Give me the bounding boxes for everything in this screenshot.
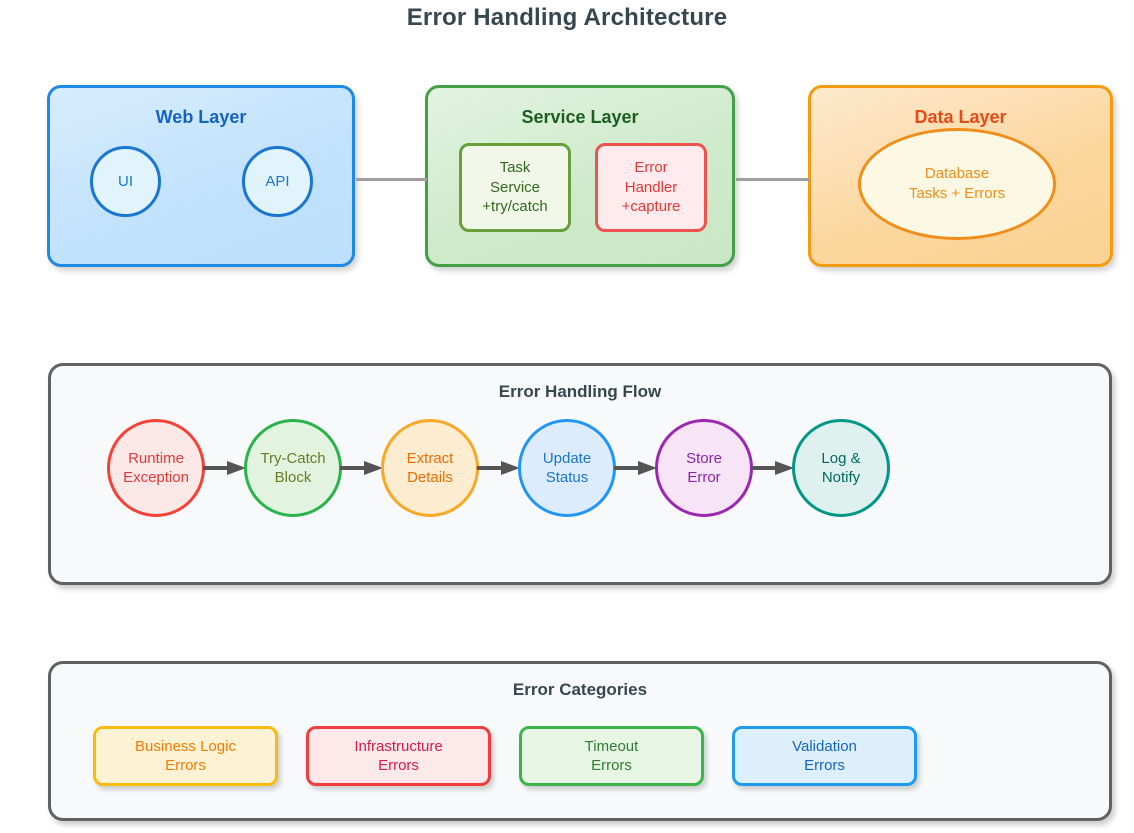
layer-data[interactable]: Data Layer Database Tasks + Errors [808,85,1113,267]
flow-step-5-line-2: Error [687,469,721,486]
flow-arrow-3 [477,461,520,475]
flow-step-1-line-1: Runtime [128,449,184,467]
flow-step-6[interactable]: Log & Notify [792,419,890,517]
layer-data-title: Data Layer [914,107,1007,127]
category-chip-3-line-1: Timeout [584,737,639,755]
layer-service-title: Service Layer [521,107,639,127]
error-handler-line-1: Error [634,158,668,176]
category-chip-4-line-1: Validation [792,737,857,755]
flow-arrow-5 [751,461,794,475]
flow-arrow-1 [203,461,246,475]
task-service-line-3: +try/catch [482,198,548,216]
web-node-api-label: API [265,173,290,190]
flow-arrow-4 [614,461,657,475]
flow-step-2-line-1: Try-Catch [260,449,326,467]
connector-web-to-service [356,178,427,181]
database-ellipse[interactable]: Database Tasks + Errors [858,128,1056,240]
task-service-line-2: Service [489,178,541,196]
web-node-api[interactable]: API [242,146,313,217]
flow-arrow-2 [340,461,383,475]
category-chip-3-line-2: Errors [591,757,632,774]
page-title: Error Handling Architecture [406,4,728,31]
flow-step-4-line-2: Status [545,469,589,486]
category-chip-2-line-2: Errors [378,757,419,774]
connector-service-to-data [736,178,809,181]
error-handler-line-3: +capture [621,198,681,216]
flow-step-3-line-2: Details [407,469,453,486]
flow-step-3-line-1: Extract [406,449,454,467]
category-chip-2-line-1: Infrastructure [354,737,443,755]
layer-service[interactable]: Service Layer Task Service +try/catch Er… [425,85,735,267]
flow-step-4-line-1: Update [542,449,592,467]
flow-step-5-line-1: Store [686,449,722,467]
service-node-task-service[interactable]: Task Service +try/catch [459,143,571,232]
flow-step-6-line-2: Notify [821,469,861,486]
web-node-ui-label: UI [118,173,133,190]
task-service-line-1: Task [499,158,531,176]
category-chip-4-line-2: Errors [804,757,845,774]
category-chip-1-line-2: Errors [165,757,206,774]
error-handling-flow-title: Error Handling Flow [498,382,662,401]
layer-web[interactable]: Web Layer UI API [47,85,355,267]
service-node-error-handler[interactable]: Error Handler +capture [595,143,707,232]
database-line-2: Tasks + Errors [908,185,1006,202]
category-chip-1-line-1: Business Logic [135,737,236,755]
error-handler-line-2: Handler [624,178,678,196]
database-line-1: Database [924,164,990,182]
flow-step-1-line-2: Exception [123,469,189,486]
flow-step-2-line-2: Block [274,469,312,486]
layer-web-title: Web Layer [155,107,247,127]
web-node-ui[interactable]: UI [90,146,161,217]
error-categories-title: Error Categories [512,680,648,699]
flow-step-6-line-1: Log & [821,449,861,467]
